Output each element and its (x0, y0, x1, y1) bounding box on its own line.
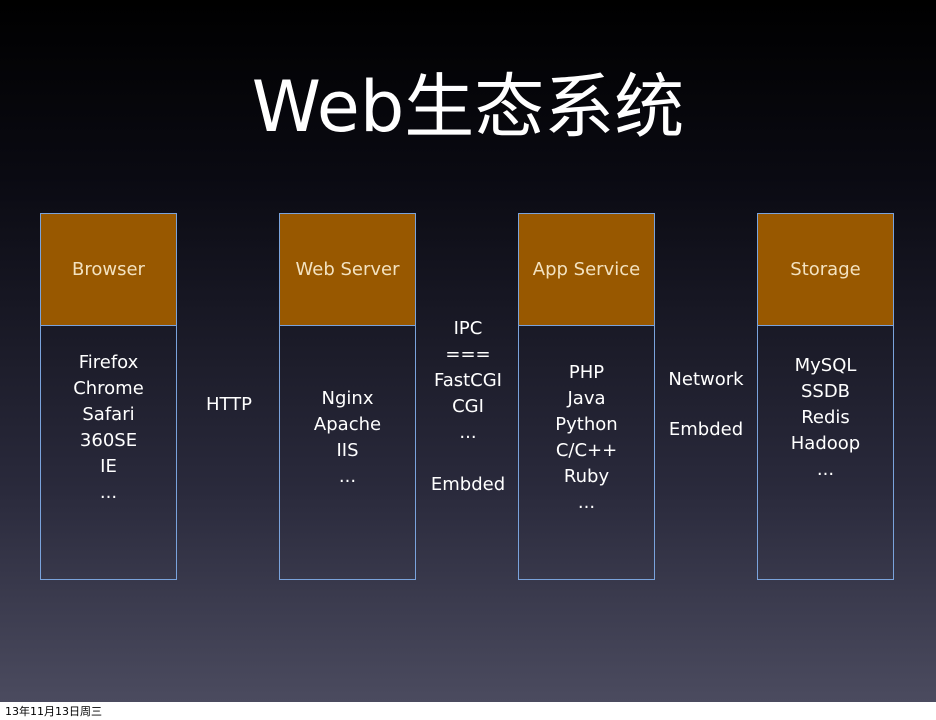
connector-label: IPC (453, 318, 483, 339)
item: ... (577, 491, 596, 513)
connector-label: Embded (668, 419, 744, 440)
column-body: Nginx Apache IIS ... (280, 326, 415, 579)
spacer (656, 393, 756, 417)
item: C/C++ (555, 439, 618, 461)
column-storage: Storage MySQL SSDB Redis Hadoop ... (757, 213, 894, 580)
item: ... (338, 465, 357, 487)
item: Safari (82, 403, 135, 425)
item: 360SE (79, 429, 138, 451)
spacer (418, 446, 518, 472)
connector-label: === (445, 344, 491, 365)
item: Nginx (321, 387, 374, 409)
slide: Web生态系统 Browser Firefox Chrome Safari 36… (0, 0, 936, 702)
item: IIS (336, 439, 359, 461)
item: Redis (801, 406, 850, 428)
column-app-service: App Service PHP Java Python C/C++ Ruby .… (518, 213, 655, 580)
column-header: Web Server (280, 214, 415, 326)
footer-date: 13年11月13日周三 (5, 705, 102, 718)
item: SSDB (800, 380, 851, 402)
item: MySQL (794, 354, 857, 376)
connector-label: CGI (452, 396, 484, 417)
item: Chrome (73, 377, 144, 399)
slide-title: Web生态系统 (251, 66, 685, 148)
connector-label: ... (459, 422, 477, 443)
item: ... (816, 458, 835, 480)
connector-http: HTTP (179, 392, 279, 418)
column-browser: Browser Firefox Chrome Safari 360SE IE .… (40, 213, 177, 580)
connector-label: HTTP (205, 394, 253, 415)
item: PHP (568, 361, 605, 383)
item: Java (567, 387, 606, 409)
column-body: Firefox Chrome Safari 360SE IE ... (41, 326, 176, 579)
item: ... (99, 481, 118, 503)
connector-label: Network (668, 369, 744, 390)
connector-ipc: IPC === FastCGI CGI ... Embded (418, 316, 518, 498)
column-header: Storage (758, 214, 893, 326)
column-web-server: Web Server Nginx Apache IIS ... (279, 213, 416, 580)
column-header: Browser (41, 214, 176, 326)
item: Ruby (563, 465, 610, 487)
connector-network: Network Embded (656, 367, 756, 443)
column-header: App Service (519, 214, 654, 326)
item: Firefox (78, 351, 139, 373)
item: IE (100, 455, 117, 477)
item: Python (555, 413, 618, 435)
column-body: PHP Java Python C/C++ Ruby ... (519, 326, 654, 579)
connector-label: Embded (430, 474, 506, 495)
column-body: MySQL SSDB Redis Hadoop ... (758, 326, 893, 579)
connector-label: FastCGI (434, 370, 502, 391)
item: Apache (313, 413, 382, 435)
item: Hadoop (790, 432, 861, 454)
